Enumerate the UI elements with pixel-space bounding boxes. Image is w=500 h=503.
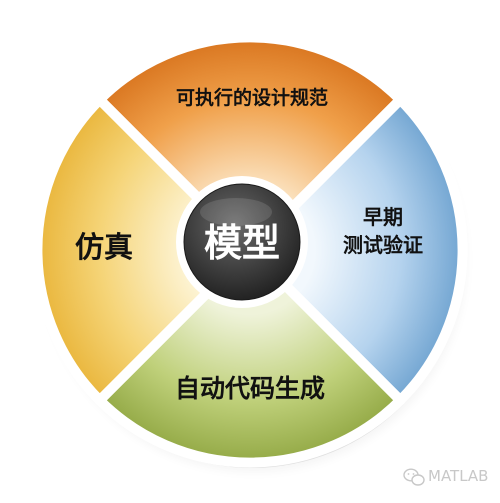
wechat-icon xyxy=(403,468,425,486)
segment-left-label: 仿真 xyxy=(75,230,133,264)
watermark-text: MATLAB xyxy=(428,467,488,485)
segment-top xyxy=(94,32,406,255)
center-hub-highlight xyxy=(200,198,272,226)
segment-bottom-label: 自动代码生成 xyxy=(175,374,325,403)
segment-left xyxy=(32,94,255,406)
segment-top-label: 可执行的设计规范 xyxy=(176,86,328,109)
watermark: MATLAB xyxy=(403,467,488,486)
segment-right-label-line2: 测试验证 xyxy=(343,233,423,257)
segment-right-label-line1: 早期 xyxy=(363,205,403,229)
center-label: 模型 xyxy=(204,221,280,265)
center-hub xyxy=(183,183,301,301)
segment-right xyxy=(245,94,468,406)
segment-bottom xyxy=(94,245,406,468)
